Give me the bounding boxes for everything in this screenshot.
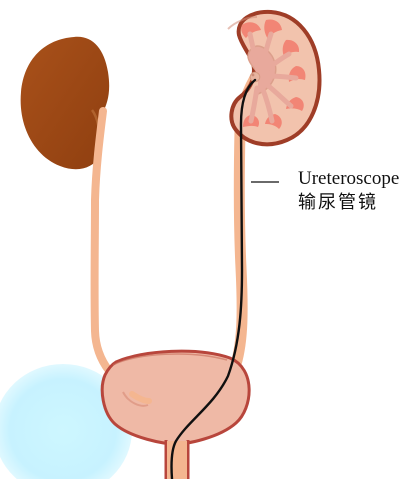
left-ureter: [95, 111, 138, 397]
callout-english-label: Ureteroscope: [298, 168, 406, 190]
urethra: [166, 440, 188, 479]
ureteroscope-callout: Ureteroscope 输尿管镜: [298, 168, 406, 214]
bladder: [102, 351, 249, 444]
callout-chinese-label: 输尿管镜: [298, 193, 406, 214]
